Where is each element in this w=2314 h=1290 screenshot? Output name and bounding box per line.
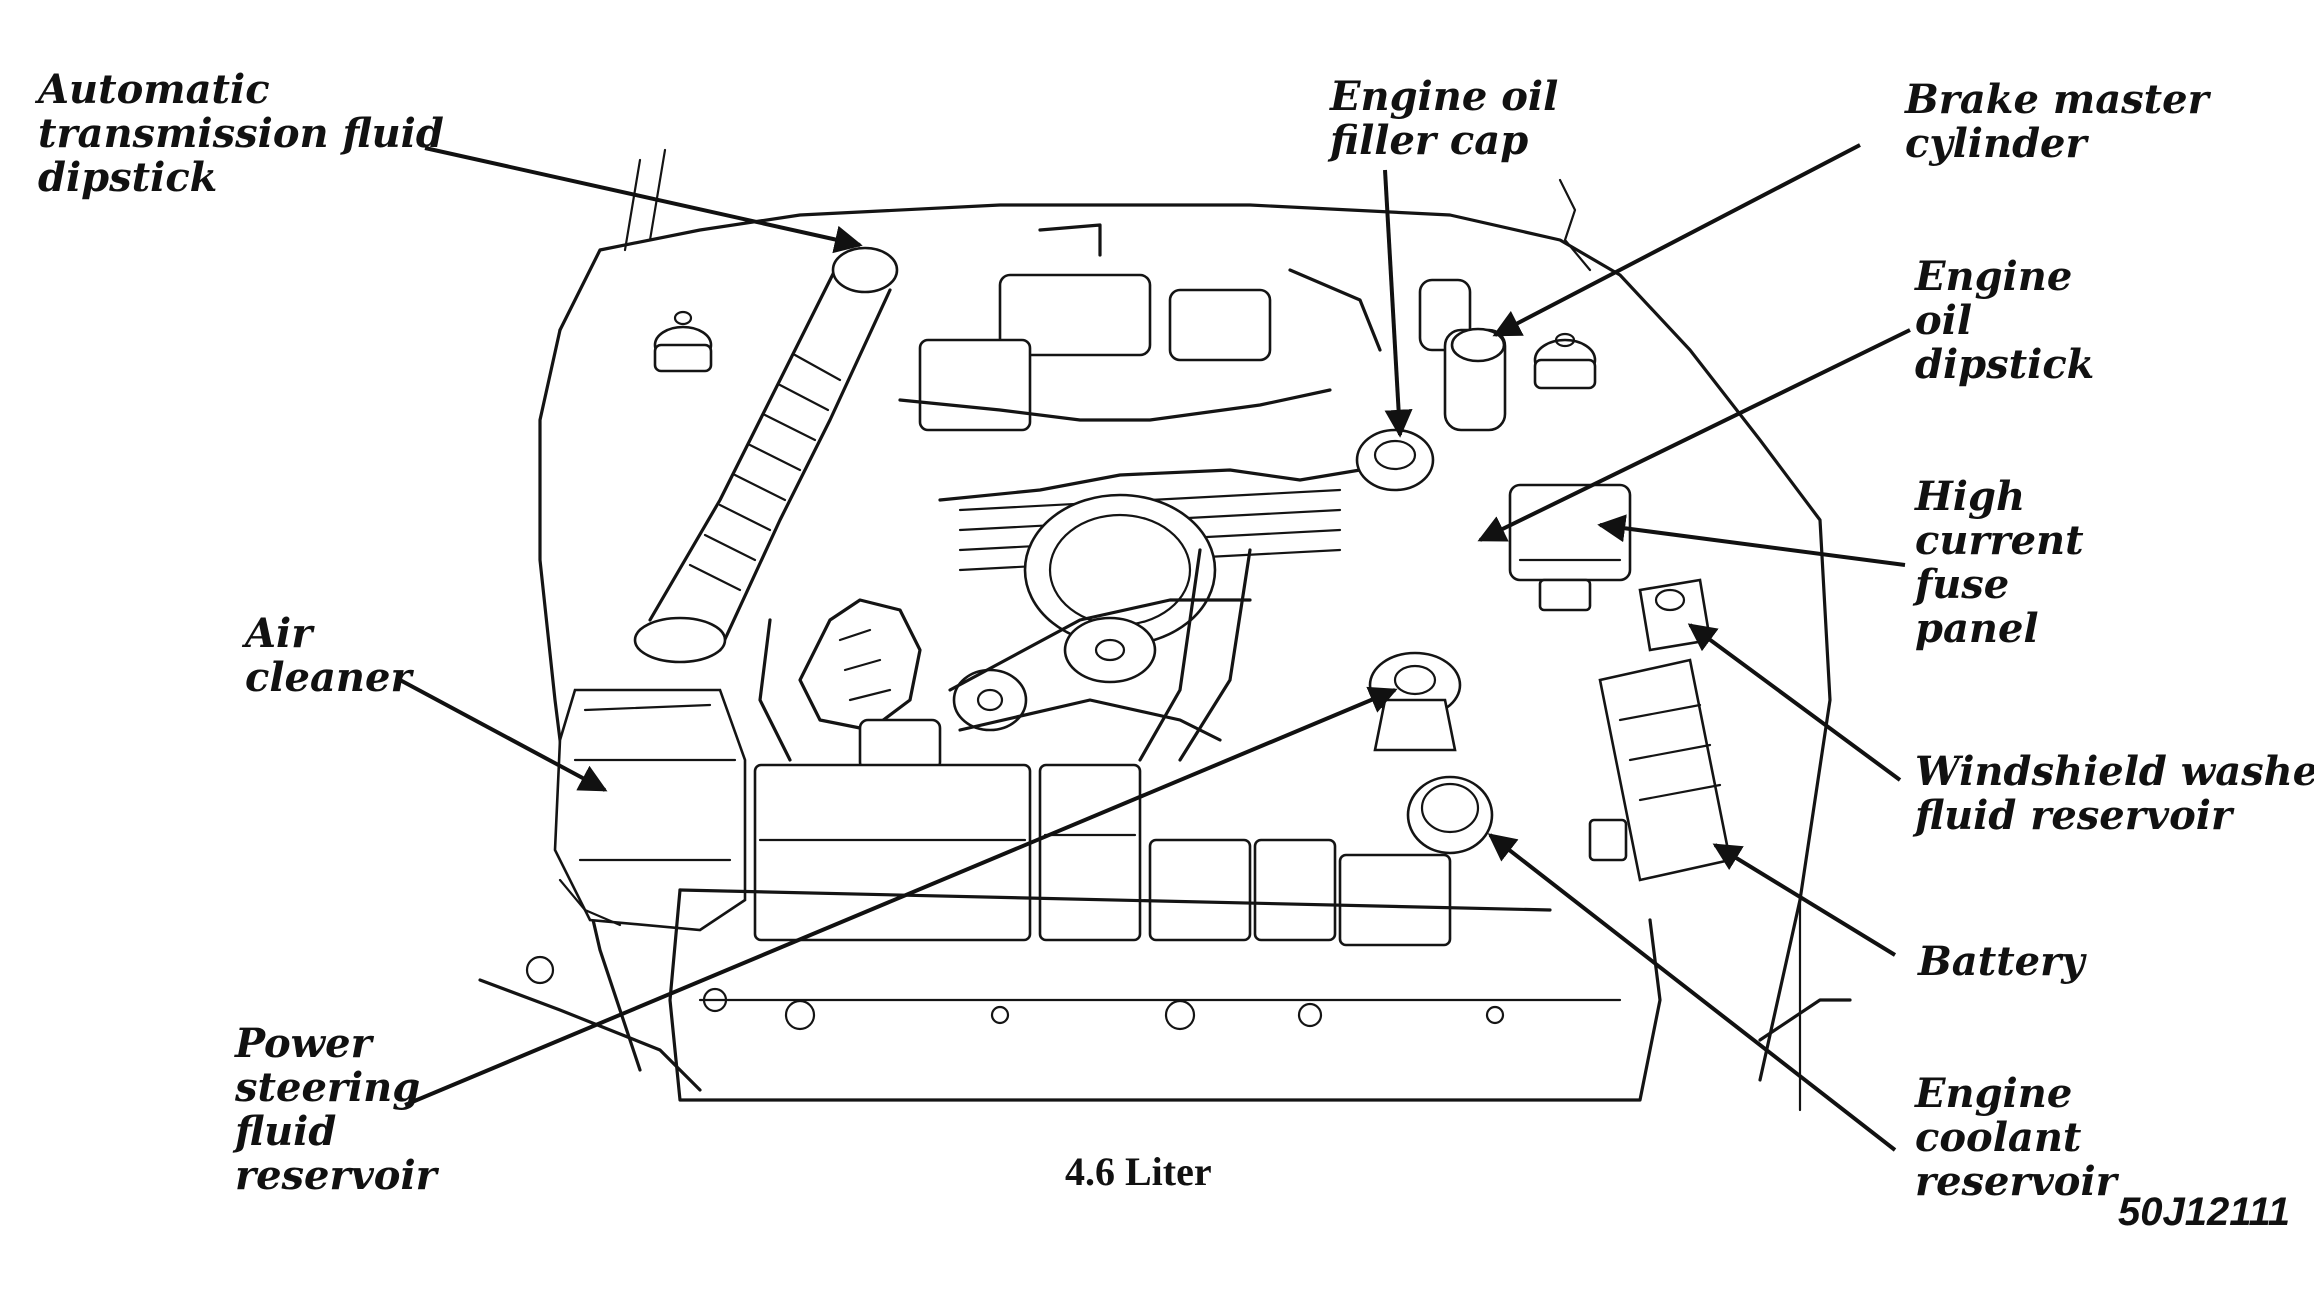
coolant-reservoir-part bbox=[1406, 775, 1494, 855]
label-power-steering: Power steering fluid reservoir bbox=[235, 1020, 437, 1199]
leader-fuse-panel bbox=[1597, 514, 1906, 567]
label-oil-filler-cap: Engine oil filler cap bbox=[1330, 73, 1559, 164]
oil-filler-cap-part bbox=[1355, 428, 1435, 492]
leader-battery bbox=[1712, 843, 1897, 957]
label-coolant-reservoir: Engine coolant reservoir bbox=[1915, 1070, 2117, 1205]
right-strut-tower bbox=[1533, 332, 1597, 390]
label-brake-master: Brake master cylinder bbox=[1905, 76, 2209, 167]
label-oil-dipstick: Engine oil dipstick bbox=[1915, 253, 2095, 388]
figure-code: 50J12111 bbox=[2118, 1190, 2291, 1234]
left-strut-tower bbox=[653, 310, 713, 373]
leader-atf-dipstick bbox=[424, 146, 863, 254]
engine-bay-outline bbox=[478, 148, 1852, 1112]
left-engine-components bbox=[758, 598, 942, 772]
fuse-panel-part bbox=[1508, 483, 1632, 612]
air-intake-duct bbox=[633, 246, 899, 664]
battery-part bbox=[1588, 658, 1732, 882]
intake-manifold bbox=[898, 223, 1382, 572]
leader-washer-reservoir bbox=[1687, 623, 1902, 782]
label-fuse-panel: High current fuse panel bbox=[1915, 473, 2084, 652]
brake-master-cylinder-part bbox=[1418, 278, 1507, 432]
leader-oil-filler-cap bbox=[1383, 169, 1413, 438]
leader-oil-dipstick bbox=[1477, 328, 1911, 542]
leader-brake-master bbox=[1492, 143, 1861, 337]
figure-caption: 4.6 Liter bbox=[1065, 1149, 1212, 1194]
leader-air-cleaner bbox=[399, 678, 608, 792]
label-washer-reservoir: Windshield washer fluid reservoir bbox=[1915, 748, 2314, 839]
front-accessory-drive bbox=[948, 493, 1252, 762]
label-air-cleaner: Air cleaner bbox=[245, 610, 412, 701]
air-cleaner-housing bbox=[553, 688, 747, 932]
radiator-support bbox=[525, 763, 1662, 1102]
power-steering-reservoir-part bbox=[1368, 651, 1462, 752]
label-atf-dipstick: Automatic transmission fluid dipstick bbox=[38, 66, 444, 201]
leader-coolant-reservoir bbox=[1487, 833, 1897, 1152]
washer-reservoir-part bbox=[1638, 578, 1712, 652]
label-battery: Battery bbox=[1918, 938, 2085, 985]
leader-power-steering bbox=[404, 686, 1398, 1107]
leader-lines bbox=[399, 143, 1911, 1152]
